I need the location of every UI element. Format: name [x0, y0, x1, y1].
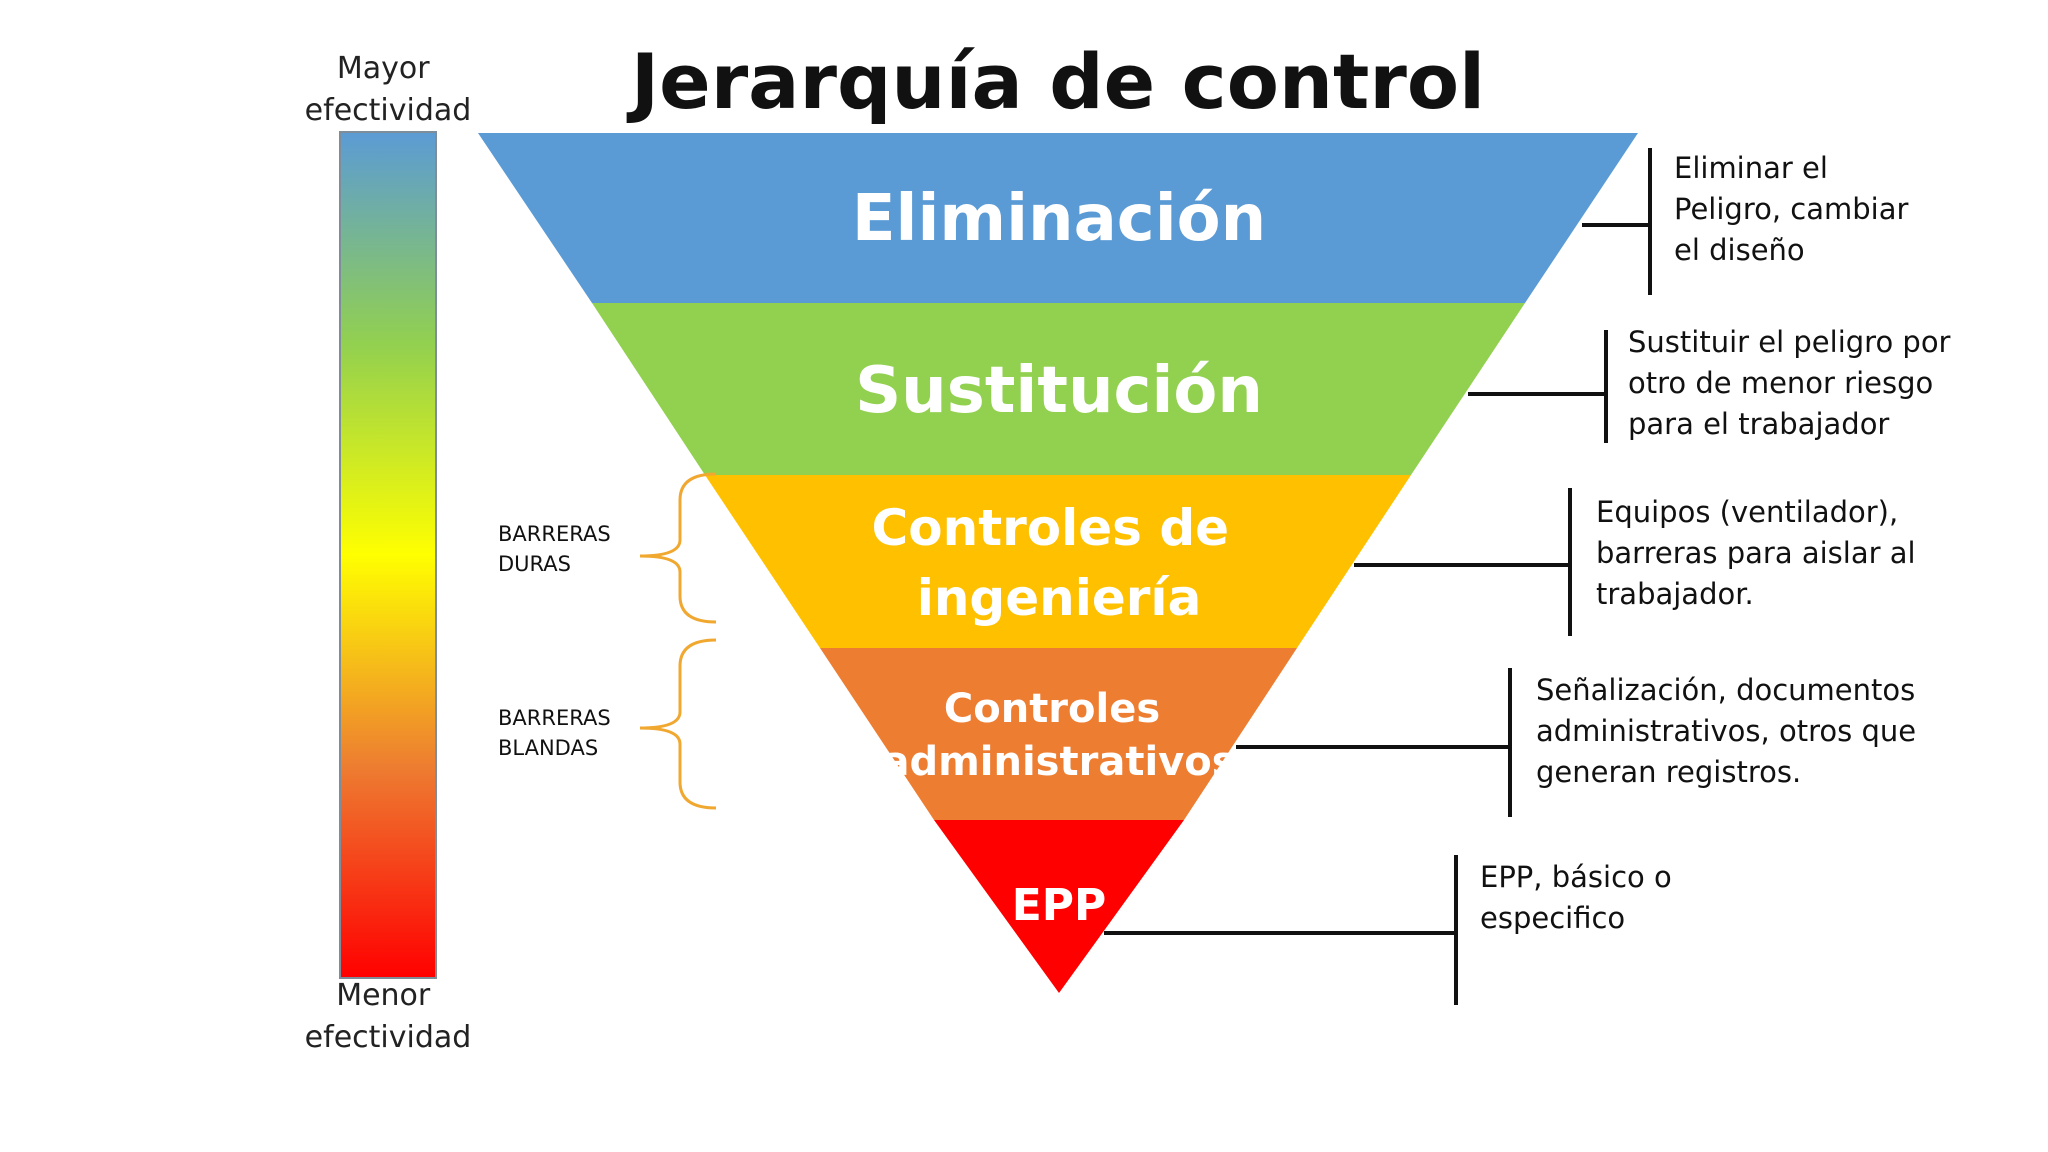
- pyramid: Eliminación Sustitución Controles de ing…: [478, 133, 1638, 993]
- barrier-duras-line-2: DURAS: [498, 552, 571, 576]
- level-eliminacion-label: Eliminación: [852, 182, 1266, 256]
- desc-eliminacion-line-2: Peligro, cambiar: [1674, 192, 1908, 226]
- page-title: Jerarquía de control: [626, 37, 1485, 126]
- desc-epp-line-1: EPP, básico o: [1480, 860, 1672, 894]
- scale-top-label: Mayor efectividad: [305, 51, 472, 128]
- level-ingenieria-line-1: Controles de: [872, 499, 1229, 557]
- desc-ingenieria-line-1: Equipos (ventilador),: [1596, 495, 1898, 529]
- level-administrativos-line-2: administrativos: [882, 739, 1235, 785]
- desc-sustitucion-line-2: otro de menor riesgo: [1628, 366, 1933, 400]
- barrier-duras-label: BARRERAS DURAS: [498, 522, 617, 576]
- level-sustitucion-label: Sustitución: [855, 354, 1263, 428]
- level-administrativos-band: [820, 648, 1297, 820]
- level-ingenieria-line-2: ingeniería: [917, 569, 1202, 627]
- scale-bottom-line-1: Menor: [336, 978, 431, 1013]
- level-eliminacion-band: [478, 133, 1638, 303]
- desc-ingenieria-line-3: trabajador.: [1596, 577, 1754, 611]
- level-ingenieria-label: Controles de ingeniería: [872, 499, 1247, 627]
- level-epp-band: [934, 820, 1184, 993]
- barrier-blandas-line-1: BARRERAS: [498, 706, 611, 730]
- scale-top-line-2: efectividad: [305, 93, 472, 128]
- desc-administrativos-line-3: generan registros.: [1536, 755, 1801, 789]
- desc-sustitucion-line-3: para el trabajador: [1628, 407, 1889, 441]
- barrier-blandas-label: BARRERAS BLANDAS: [498, 706, 617, 760]
- barrier-duras-line-1: BARRERAS: [498, 522, 611, 546]
- brace-blandas: [639, 638, 717, 810]
- effectiveness-gradient-bar: [339, 131, 437, 979]
- level-administrativos-line-1: Controles: [944, 686, 1160, 732]
- scale-top-line-1: Mayor: [337, 51, 430, 86]
- desc-eliminacion-line-1: Eliminar el: [1674, 151, 1828, 185]
- effectiveness-scale: Mayor efectividad Menor efectividad: [305, 51, 472, 1055]
- desc-sustitucion: Sustituir el peligro por otro de menor r…: [1628, 325, 1960, 441]
- desc-administrativos-line-2: administrativos, otros que: [1536, 714, 1916, 748]
- level-epp-label: EPP: [1012, 880, 1107, 931]
- desc-ingenieria: Equipos (ventilador), barreras para aisl…: [1596, 495, 1925, 611]
- desc-eliminacion-line-3: el diseño: [1674, 233, 1805, 267]
- desc-administrativos-line-1: Señalización, documentos: [1536, 673, 1915, 707]
- desc-sustitucion-line-1: Sustituir el peligro por: [1628, 325, 1951, 359]
- desc-epp-line-2: especifico: [1480, 901, 1625, 935]
- scale-bottom-label: Menor efectividad: [305, 978, 472, 1055]
- level-administrativos-label: Controles administrativos: [882, 686, 1235, 785]
- barrier-braces: [639, 472, 717, 810]
- scale-bottom-line-2: efectividad: [305, 1020, 472, 1055]
- desc-eliminacion: Eliminar el Peligro, cambiar el diseño: [1674, 151, 1918, 267]
- level-sustitucion-band: [592, 303, 1525, 475]
- desc-administrativos: Señalización, documentos administrativos…: [1536, 673, 1925, 789]
- level-ingenieria-band: [705, 475, 1411, 648]
- desc-epp: EPP, básico o especifico: [1480, 860, 1681, 935]
- barrier-blandas-line-2: BLANDAS: [498, 736, 598, 760]
- brace-duras: [639, 472, 717, 624]
- descriptions: [1104, 148, 1652, 1005]
- desc-ingenieria-line-2: barreras para aislar al: [1596, 536, 1916, 570]
